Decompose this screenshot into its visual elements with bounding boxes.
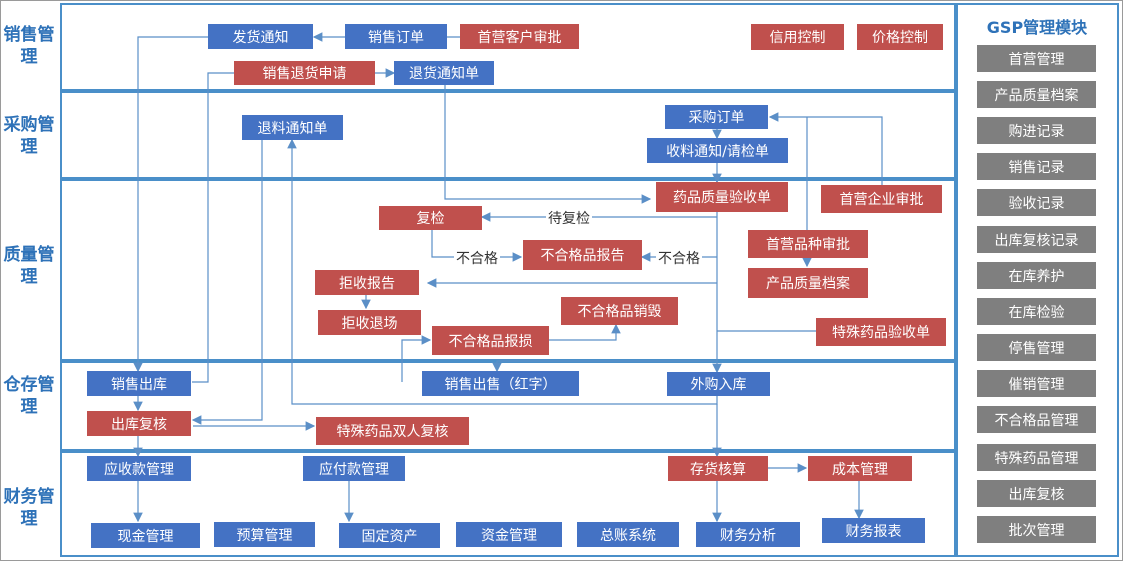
node-payable-mgmt[interactable]: 应付款管理 (303, 456, 405, 481)
edge-label-await-recheck: 待复检 (546, 208, 592, 228)
gsp-item[interactable]: 特殊药品管理 (977, 444, 1096, 471)
node-reject-report[interactable]: 拒收报告 (315, 270, 419, 295)
node-first-enterprise-approval[interactable]: 首营企业审批 (821, 185, 942, 213)
gsp-item[interactable]: 不合格品管理 (977, 406, 1096, 433)
gsp-item[interactable]: 验收记录 (977, 189, 1096, 216)
gsp-item[interactable]: 停售管理 (977, 334, 1096, 361)
node-recheck[interactable]: 复检 (379, 206, 482, 230)
node-financial-reports[interactable]: 财务报表 (822, 518, 925, 543)
edge-label-unqualified-2: 不合格 (656, 248, 702, 268)
node-general-ledger[interactable]: 总账系统 (577, 522, 679, 547)
gsp-item[interactable]: 购进记录 (977, 117, 1096, 144)
gsp-item[interactable]: 首营管理 (977, 45, 1096, 72)
edge-acceptance-to-red (492, 360, 717, 373)
node-purchase-inbound[interactable]: 外购入库 (667, 372, 770, 396)
node-nonconforming-loss[interactable]: 不合格品报损 (432, 326, 549, 355)
edge-loss-to-destroy (548, 323, 621, 341)
gsp-title: GSP管理模块 (986, 18, 1088, 37)
edge-material-to-review (191, 140, 263, 425)
edge-ship-to-outbound (133, 36, 208, 373)
lane-label-quality: 质量管理 (3, 245, 55, 287)
node-fixed-assets[interactable]: 固定资产 (339, 523, 440, 548)
node-nonconforming-report[interactable]: 不合格品报告 (523, 240, 642, 270)
node-credit-control[interactable]: 信用控制 (751, 24, 844, 50)
node-first-variety-approval[interactable]: 首营品种审批 (748, 230, 868, 258)
lane-warehouse (60, 361, 956, 451)
gsp-item[interactable]: 催销管理 (977, 370, 1096, 397)
node-nonconforming-destroy[interactable]: 不合格品销毁 (561, 297, 678, 325)
lane-gsp (956, 3, 1119, 557)
edge-return-to-acceptance (444, 85, 652, 204)
node-cash-mgmt[interactable]: 现金管理 (91, 523, 200, 548)
node-return-notice[interactable]: 退货通知单 (394, 61, 494, 85)
node-purchase-order[interactable]: 采购订单 (665, 105, 768, 129)
gsp-item[interactable]: 销售记录 (977, 153, 1096, 180)
node-reject-return[interactable]: 拒收退场 (318, 310, 421, 335)
lane-label-purchase: 采购管理 (3, 115, 55, 157)
gsp-item[interactable]: 在库检验 (977, 298, 1096, 325)
node-financial-analysis[interactable]: 财务分析 (696, 522, 800, 547)
lane-sales (60, 3, 956, 91)
lane-purchase (60, 91, 956, 179)
node-special-drug-double-review[interactable]: 特殊药品双人复核 (316, 417, 469, 445)
lane-quality (60, 179, 956, 361)
gsp-item[interactable]: 出库复核 (977, 480, 1096, 507)
gsp-item[interactable]: 批次管理 (977, 516, 1096, 543)
node-special-drug-acceptance[interactable]: 特殊药品验收单 (816, 318, 946, 346)
gsp-item[interactable]: 出库复核记录 (977, 226, 1096, 253)
node-product-quality-file[interactable]: 产品质量档案 (748, 268, 868, 298)
lane-label-warehouse: 仓存管理 (3, 375, 55, 417)
edge-inbound-to-material-return (287, 138, 718, 405)
node-fund-mgmt[interactable]: 资金管理 (456, 522, 562, 547)
edge-red-to-loss (401, 335, 432, 382)
node-material-return-notice[interactable]: 退料通知单 (242, 115, 343, 140)
edge-label-unqualified-1: 不合格 (454, 248, 500, 268)
node-budget-mgmt[interactable]: 预算管理 (214, 522, 315, 547)
node-first-customer-approval[interactable]: 首营客户审批 (460, 24, 579, 49)
node-sales-outbound[interactable]: 销售出库 (87, 371, 191, 396)
node-drug-quality-acceptance[interactable]: 药品质量验收单 (656, 182, 788, 212)
lane-label-finance: 财务管理 (3, 487, 55, 529)
lane-finance (60, 451, 956, 557)
node-outbound-review[interactable]: 出库复核 (87, 411, 191, 436)
lane-label-sales: 销售管理 (3, 25, 55, 67)
gsp-item[interactable]: 在库养护 (977, 262, 1096, 289)
node-sales-return-request[interactable]: 销售退货申请 (234, 61, 375, 85)
node-ship-notice[interactable]: 发货通知 (208, 24, 313, 49)
edge-request-to-outbound (192, 72, 234, 383)
node-inventory-accounting[interactable]: 存货核算 (668, 456, 768, 481)
gsp-item[interactable]: 产品质量档案 (977, 81, 1096, 108)
node-receive-inspect-notice[interactable]: 收料通知/请检单 (647, 138, 788, 163)
node-receivable-mgmt[interactable]: 应收款管理 (87, 456, 191, 481)
node-price-control[interactable]: 价格控制 (857, 24, 943, 50)
node-cost-mgmt[interactable]: 成本管理 (808, 456, 912, 481)
node-sales-outbound-red[interactable]: 销售出售（红字） (422, 371, 579, 396)
node-sales-order[interactable]: 销售订单 (345, 24, 447, 49)
